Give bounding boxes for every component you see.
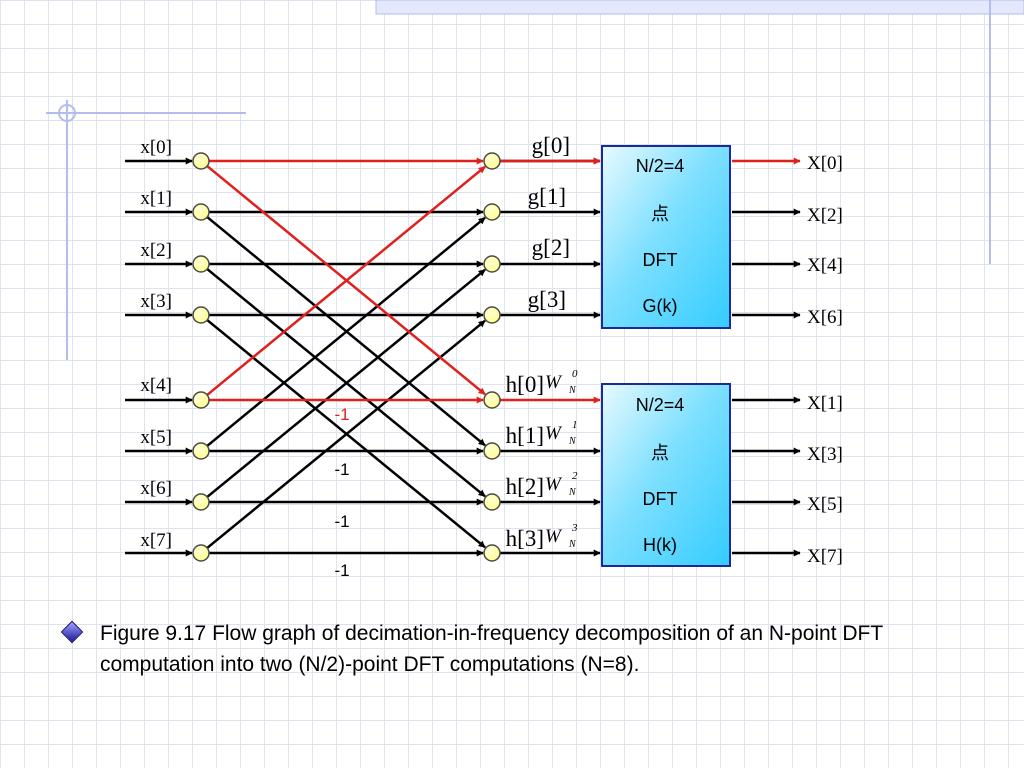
h-label: h[3] xyxy=(506,526,544,551)
graph-node xyxy=(483,306,501,324)
dft-h-line-2: 点 xyxy=(651,443,669,463)
graph-node xyxy=(483,203,501,221)
input-label: x[1] xyxy=(140,188,172,209)
input-label: x[6] xyxy=(140,478,172,499)
minus-one-label: -1 xyxy=(334,561,349,580)
graph-node xyxy=(192,544,210,562)
butterfly-edge xyxy=(206,319,486,549)
twiddle-base: W xyxy=(545,474,563,495)
butterfly-edge xyxy=(206,165,486,396)
graph-node xyxy=(483,493,501,511)
output-label: X[7] xyxy=(807,546,843,567)
figure-caption: Figure 9.17 Flow graph of decimation-in-… xyxy=(100,622,883,676)
twiddle-exponent: 2 xyxy=(572,470,578,482)
graph-node xyxy=(192,442,210,460)
graph-nodes xyxy=(192,152,501,562)
twiddle-subscript: N xyxy=(568,436,577,447)
dft-h-line-4: H(k) xyxy=(643,535,677,555)
input-label: x[5] xyxy=(140,427,172,448)
graph-node xyxy=(192,306,210,324)
twiddle-subscript: N xyxy=(568,385,577,396)
g-label: g[3] xyxy=(528,287,566,312)
minus-one-label: -1 xyxy=(334,460,349,479)
butterfly-edge xyxy=(206,268,486,498)
dft-box-h xyxy=(601,383,731,567)
twiddle-base: W xyxy=(545,423,563,444)
input-label: x[2] xyxy=(140,240,172,261)
input-label: x[4] xyxy=(140,375,172,396)
output-label: X[4] xyxy=(807,255,843,276)
twiddle-subscript: N xyxy=(568,487,577,498)
twiddle-factor: W 1 N xyxy=(545,419,578,447)
input-label: x[0] xyxy=(140,137,172,158)
output-label: X[0] xyxy=(807,153,843,174)
g-label: g[1] xyxy=(528,184,566,209)
twiddle-factor: W 0 N xyxy=(545,368,578,396)
graph-node xyxy=(192,391,210,409)
h-label: h[2] xyxy=(506,474,544,499)
dft-h-line-1: N/2=4 xyxy=(636,395,685,415)
h-label: h[1] xyxy=(506,423,544,448)
twiddle-exponent: 1 xyxy=(572,419,578,431)
twiddle-exponent: 3 xyxy=(571,522,578,534)
butterfly-edges xyxy=(125,157,801,557)
twiddle-base: W xyxy=(545,372,563,393)
graph-node xyxy=(192,203,210,221)
input-label: x[3] xyxy=(140,291,172,312)
graph-node xyxy=(483,391,501,409)
dft-box-g xyxy=(601,145,731,329)
slide-decoration xyxy=(46,0,1024,360)
graph-node xyxy=(483,152,501,170)
output-label: X[5] xyxy=(807,494,843,515)
dft-g-line-2: 点 xyxy=(651,204,669,224)
twiddle-subscript: N xyxy=(568,539,577,550)
dft-g-line-3: DFT xyxy=(643,250,678,270)
twiddle-factor: W 3 N xyxy=(545,522,578,550)
twiddle-factor: W 2 N xyxy=(545,470,578,498)
graph-node xyxy=(192,493,210,511)
dft-g-line-1: N/2=4 xyxy=(636,156,685,176)
dft-h-line-3: DFT xyxy=(643,489,678,509)
g-label: g[2] xyxy=(532,235,570,260)
minus-one-label: -1 xyxy=(334,405,349,424)
minus-one-label: -1 xyxy=(334,512,349,531)
output-label: X[1] xyxy=(807,393,843,414)
graph-node xyxy=(192,255,210,273)
output-label: X[2] xyxy=(807,205,843,226)
graph-node xyxy=(483,442,501,460)
g-label: g[0] xyxy=(532,133,570,158)
output-label: X[3] xyxy=(807,444,843,465)
graph-node xyxy=(483,255,501,273)
input-label: x[7] xyxy=(140,530,172,551)
highlighted-edges xyxy=(206,157,801,404)
twiddle-exponent: 0 xyxy=(572,368,578,380)
dft-g-line-4: G(k) xyxy=(643,296,678,316)
h-label: h[0] xyxy=(506,372,544,397)
twiddle-base: W xyxy=(545,526,563,547)
graph-node xyxy=(192,152,210,170)
butterfly-edge xyxy=(206,216,486,447)
graph-node xyxy=(483,544,501,562)
output-label: X[6] xyxy=(807,307,843,328)
